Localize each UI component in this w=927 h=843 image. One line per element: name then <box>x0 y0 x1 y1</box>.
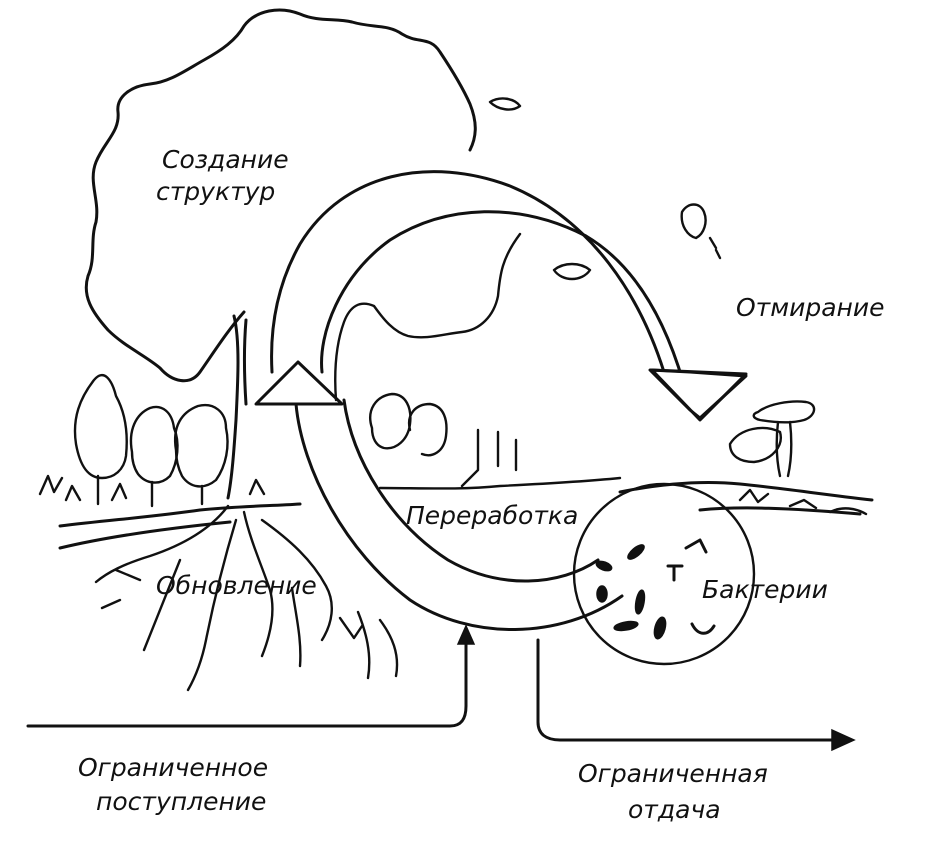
bacteria-circle <box>572 482 756 666</box>
fallen-leaf <box>728 426 782 464</box>
cycle-ring-outer <box>270 170 666 374</box>
label-input-line1: Ограниченное <box>78 753 268 782</box>
bacteria-cell <box>613 620 639 632</box>
label-bacteria: Бактерии <box>702 575 828 604</box>
tree-trunk <box>226 314 248 500</box>
leaf-fragment-small <box>488 97 522 111</box>
arrowhead-renewal <box>254 360 344 406</box>
bacteria-cell <box>690 622 716 635</box>
tree-crown <box>84 8 477 383</box>
label-structure-line1: Создание <box>162 145 289 174</box>
label-structure-line2: структур <box>156 177 275 206</box>
input-flow-line <box>26 638 468 728</box>
arrowhead-dying <box>648 368 748 420</box>
label-dying: Отмирание <box>736 293 885 322</box>
arrowhead-dying-outline <box>650 368 748 422</box>
label-renewal: Обновление <box>156 571 317 600</box>
shrub-left-3 <box>173 403 229 488</box>
shrub-stems <box>38 474 266 508</box>
shrub-left-2 <box>129 405 179 484</box>
bacteria-cell <box>653 616 667 640</box>
leaf-fragment-top <box>680 203 722 260</box>
bacteria-cell <box>666 564 684 582</box>
shrub-left-1 <box>73 373 128 480</box>
mushroom <box>752 400 816 478</box>
input-flow-arrowhead <box>456 624 476 645</box>
cycle-ring-inner <box>320 210 692 410</box>
bacteria-cell <box>684 538 708 554</box>
output-flow-arrowhead <box>831 728 856 752</box>
label-input-line2: поступление <box>96 787 266 816</box>
label-output-line1: Ограниченная <box>578 759 768 788</box>
bacteria-cell <box>627 544 645 560</box>
cycle-ring-outer-lower <box>294 402 624 631</box>
output-flow-line <box>536 638 838 742</box>
label-processing: Переработка <box>406 501 578 530</box>
ground-line <box>58 480 874 550</box>
interior-outline <box>334 232 592 402</box>
label-output-line2: отдача <box>628 795 721 824</box>
roots <box>94 504 399 692</box>
cycle-ring-inner-lower <box>342 398 600 583</box>
bacteria-cell <box>595 560 613 572</box>
debris-right <box>738 488 868 516</box>
bacteria-cell <box>596 585 608 603</box>
bacteria-cell <box>634 589 646 615</box>
bacteria-cells <box>595 538 716 640</box>
interior-shrubs <box>369 392 622 490</box>
